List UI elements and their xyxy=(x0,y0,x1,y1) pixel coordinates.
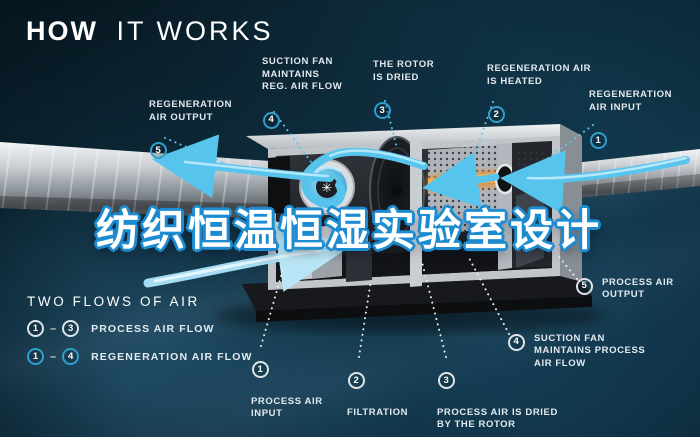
legend-badge-to: 3 xyxy=(62,320,80,337)
label-regeneration-air-output: REGENERATION AIR OUTPUT 5 xyxy=(149,87,232,172)
legend-label: REGENERATION AIR FLOW xyxy=(91,350,253,363)
heated-air-arrow xyxy=(422,152,500,208)
label-text: REGENERATION AIR INPUT xyxy=(589,89,673,113)
label-suction-fan-reg: SUCTION FAN MAINTAINS REG. AIR FLOW 4 xyxy=(262,44,342,141)
label-text: FILTRATION xyxy=(347,406,409,418)
step-badge-regeneration-1: 1 xyxy=(590,132,607,150)
label-text: PROCESS AIR OUTPUT xyxy=(602,277,674,301)
air-flow-arrows xyxy=(143,134,690,292)
legend-label: PROCESS AIR FLOW xyxy=(91,322,215,335)
label-text: SUCTION FAN MAINTAINS PROCESS AIR FLOW xyxy=(534,333,646,369)
step-badge-regeneration-5: 5 xyxy=(150,142,167,160)
legend-dash: – xyxy=(50,350,57,363)
label-text: THE ROTOR IS DRIED xyxy=(373,59,435,83)
label-regeneration-air-heated: REGENERATION AIR IS HEATED 2 xyxy=(487,51,591,136)
label-text: PROCESS AIR IS DRIED BY THE ROTOR xyxy=(437,406,558,431)
step-badge-process-1: 1 xyxy=(252,361,269,379)
legend-dash: – xyxy=(50,322,57,335)
svg-text:✳: ✳ xyxy=(322,180,333,195)
step-badge-process-3: 3 xyxy=(438,372,455,390)
legend-badge-from: 1 xyxy=(27,348,44,365)
leader-process-4 xyxy=(467,255,510,335)
label-filtration: 2 FILTRATION xyxy=(347,360,408,431)
label-regeneration-air-input: REGENERATION AIR INPUT 1 xyxy=(589,77,672,162)
overlay-title-chinese: 纺织恒温恒湿实验室设计 xyxy=(96,207,602,255)
step-badge-regeneration-3: 3 xyxy=(374,102,391,120)
label-text: REGENERATION AIR OUTPUT xyxy=(149,99,233,123)
step-badge-process-5: 5 xyxy=(576,278,593,295)
leader-process-5 xyxy=(555,252,578,280)
page-title: HOW IT WORKS xyxy=(26,16,274,47)
label-process-air-dried: 3 PROCESS AIR IS DRIED BY THE ROTOR xyxy=(437,360,558,437)
label-text: PROCESS AIR INPUT xyxy=(251,395,323,420)
label-suction-fan-process: 4 SUCTION FAN MAINTAINS PROCESS AIR FLOW xyxy=(508,333,645,370)
step-badge-regeneration-2: 2 xyxy=(488,106,505,124)
rotor-support-pillar xyxy=(410,141,422,287)
machine-top-panel xyxy=(246,124,582,149)
page-title-light: IT WORKS xyxy=(116,16,274,46)
label-process-air-input: 1 PROCESS AIR INPUT xyxy=(251,349,323,433)
legend-title: TWO FLOWS OF AIR xyxy=(27,294,200,309)
rotor-to-fan-arrow xyxy=(301,147,428,209)
legend-badge-from: 1 xyxy=(27,320,44,337)
legend-badge-to: 4 xyxy=(62,348,80,365)
label-text: REGENERATION AIR IS HEATED xyxy=(487,63,592,87)
step-badge-regeneration-4: 4 xyxy=(263,111,280,129)
label-rotor-is-dried: THE ROTOR IS DRIED 3 xyxy=(373,47,434,132)
leader-regen-4 xyxy=(273,111,315,167)
page-title-bold: HOW xyxy=(26,16,98,46)
label-process-air-output: 5 PROCESS AIR OUTPUT xyxy=(576,277,674,302)
leader-process-2 xyxy=(358,279,372,358)
step-badge-process-4: 4 xyxy=(508,334,525,351)
legend-row-process: 1 – 3 PROCESS AIR FLOW xyxy=(27,320,252,337)
legend-two-flows: TWO FLOWS OF AIR 1 – 3 PROCESS AIR FLOW … xyxy=(27,294,252,365)
label-text: SUCTION FAN MAINTAINS REG. AIR FLOW xyxy=(262,56,343,93)
leader-regen-5 xyxy=(164,137,223,163)
step-badge-process-2: 2 xyxy=(348,372,365,390)
legend-row-regeneration: 1 – 4 REGENERATION AIR FLOW xyxy=(27,348,252,365)
leader-process-3 xyxy=(421,261,447,358)
